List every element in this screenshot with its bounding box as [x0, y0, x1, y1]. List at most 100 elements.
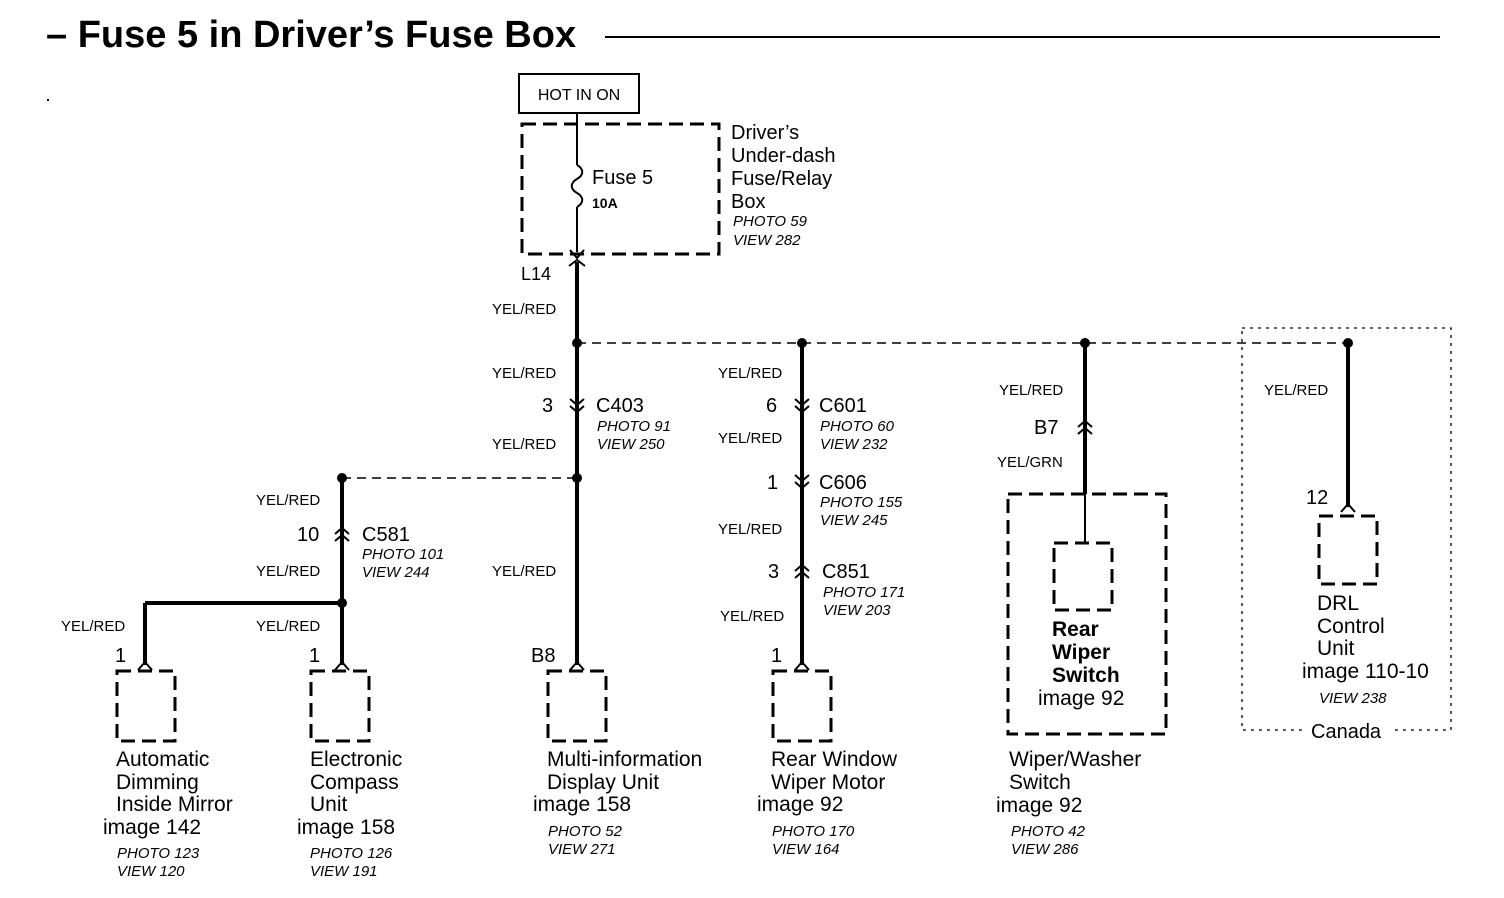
rearwiper-line-1: Rear	[1052, 618, 1099, 641]
drl-pin: 12	[1306, 487, 1328, 509]
wipermotor-line-2: Wiper Motor	[771, 771, 885, 794]
c403-photo: PHOTO 91	[597, 418, 671, 435]
compass-image: image 158	[297, 816, 395, 839]
mid-pin: B8	[531, 645, 555, 667]
mirror-line-3: Inside Mirror	[116, 793, 233, 816]
wipermotor-terminal-icon	[794, 660, 810, 671]
wire-label-mirror: YEL/RED	[61, 618, 125, 635]
drl-view: VIEW 238	[1319, 690, 1387, 707]
l14-label: L14	[521, 264, 551, 284]
wipermotor-photo: PHOTO 170	[772, 823, 855, 840]
washer-view: VIEW 286	[1011, 841, 1079, 858]
fusebox-desc-1: Driver’s	[731, 122, 799, 144]
fuse-rating: 10A	[592, 195, 618, 211]
c851-view: VIEW 203	[823, 602, 891, 619]
rearwiper-line-3: Switch	[1052, 664, 1120, 687]
rearwiper-box	[1052, 541, 1114, 612]
c601-connector-icon	[794, 398, 810, 414]
c851-pin: 3	[768, 561, 779, 583]
hot-in-on-label: HOT IN ON	[538, 87, 620, 104]
compass-pin: 1	[309, 645, 320, 667]
washer-line-1: Wiper/Washer	[1009, 748, 1141, 771]
c851-connector-icon	[794, 563, 810, 579]
canada-region-box	[1241, 327, 1452, 731]
c581-connector-icon	[334, 526, 350, 542]
wire-label-b7-top: YEL/RED	[999, 382, 1063, 399]
fuse-terminal-arrow-icon	[569, 249, 585, 260]
speck	[47, 99, 49, 101]
c606-pin: 1	[767, 472, 778, 494]
compass-view: VIEW 191	[310, 863, 378, 880]
drl-line-2: Control	[1317, 615, 1385, 638]
mirror-line-1: Automatic	[116, 748, 209, 771]
wire-label-drl: YEL/RED	[1264, 382, 1328, 399]
fusebox-photo: PHOTO 59	[733, 213, 808, 230]
c851-photo: PHOTO 171	[823, 584, 905, 601]
c403-pin: 3	[542, 395, 553, 417]
wire-label-c403-bottom: YEL/RED	[492, 436, 556, 453]
fusebox-view: VIEW 282	[733, 232, 801, 249]
drl-line-1: DRL	[1317, 592, 1359, 615]
c606-photo: PHOTO 155	[820, 494, 903, 511]
c606-view: VIEW 245	[820, 512, 888, 529]
wire-label-c601-bottom: YEL/RED	[718, 430, 782, 447]
fuse-relay-box	[520, 122, 721, 256]
wire-label-c606: YEL/RED	[718, 521, 782, 538]
mirror-view: VIEW 120	[117, 863, 185, 880]
mirror-photo: PHOTO 123	[117, 845, 200, 862]
fusebox-desc-4: Box	[731, 191, 765, 213]
c601-pin: 6	[766, 395, 777, 417]
c403-name: C403	[596, 395, 644, 417]
mid-line-1: Multi-information	[547, 748, 702, 771]
mirror-pin: 1	[115, 645, 126, 667]
canada-label: Canada	[1311, 721, 1382, 743]
compass-photo: PHOTO 126	[310, 845, 393, 862]
compass-line-2: Compass	[310, 771, 399, 794]
wire-label-c581-top: YEL/RED	[256, 492, 320, 509]
fusebox-desc-2: Under-dash	[731, 145, 836, 167]
wipermotor-box	[771, 669, 833, 743]
washer-image: image 92	[996, 794, 1082, 817]
wire-label-c851: YEL/RED	[720, 608, 784, 625]
rearwiper-line-2: Wiper	[1052, 641, 1110, 664]
wipermotor-line-1: Rear Window	[771, 748, 898, 771]
fuse-name: Fuse 5	[592, 167, 653, 189]
drl-image: image 110-10	[1302, 660, 1429, 683]
mid-view: VIEW 271	[548, 841, 616, 858]
wire-label-main: YEL/RED	[492, 301, 556, 318]
compass-line-1: Electronic	[310, 748, 402, 771]
mid-box	[546, 669, 608, 743]
mirror-box	[115, 669, 177, 743]
c601-photo: PHOTO 60	[820, 418, 895, 435]
washer-photo: PHOTO 42	[1011, 823, 1086, 840]
wipermotor-view: VIEW 164	[772, 841, 840, 858]
c606-connector-icon	[794, 474, 810, 490]
mirror-image: image 142	[103, 816, 201, 839]
wire-label-c581-bottom: YEL/RED	[256, 563, 320, 580]
c601-view: VIEW 232	[820, 436, 888, 453]
mid-image: image 158	[533, 793, 631, 816]
compass-box	[309, 669, 371, 743]
mid-terminal-icon	[569, 660, 585, 671]
page-title: – Fuse 5 in Driver’s Fuse Box	[46, 14, 576, 56]
c581-name: C581	[362, 524, 410, 546]
wipermotor-pin: 1	[771, 645, 782, 667]
drl-line-3: Unit	[1317, 637, 1355, 660]
c581-pin: 10	[297, 524, 319, 546]
hot-in-on-box	[518, 73, 640, 114]
wire-label-compass: YEL/RED	[256, 618, 320, 635]
wipermotor-image: image 92	[757, 793, 843, 816]
wire-label-b7-bottom: YEL/GRN	[997, 454, 1063, 471]
b7-pin: B7	[1034, 417, 1058, 439]
drl-terminal-icon	[1340, 502, 1356, 513]
canada-label-bg	[1306, 720, 1392, 742]
splice-node	[572, 473, 582, 483]
rearwiper-image: image 92	[1038, 687, 1124, 710]
fusebox-desc-3: Fuse/Relay	[731, 168, 832, 190]
fuse-symbol-icon	[570, 164, 584, 208]
wire-label-c601-top: YEL/RED	[718, 365, 782, 382]
mid-line-2: Display Unit	[547, 771, 659, 794]
mirror-line-2: Dimming	[116, 771, 199, 794]
mirror-terminal-icon	[137, 660, 153, 671]
washer-switch-box	[1006, 492, 1168, 736]
